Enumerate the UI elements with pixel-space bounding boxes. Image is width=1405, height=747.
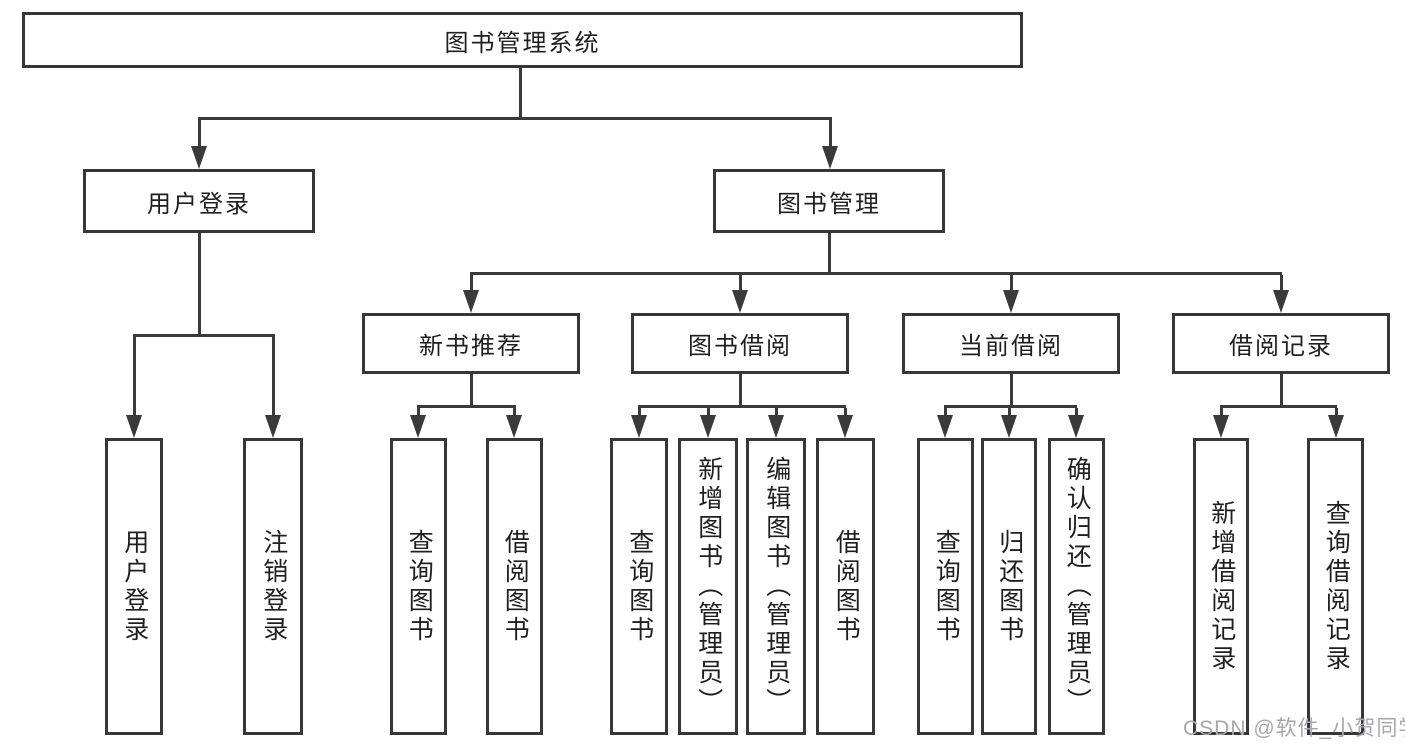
connector-line (417, 405, 516, 408)
leaf-add-book-admin: 新增图书（管理员） (678, 438, 738, 735)
node-new-book-recommend: 新书推荐 (362, 313, 580, 374)
connector-line (1008, 408, 1011, 417)
connector-arrowhead (1001, 415, 1017, 438)
connector-line (775, 408, 778, 417)
node-user-login: 用户登录 (83, 169, 315, 233)
connector-line (638, 408, 641, 417)
connector-line (638, 405, 846, 408)
connector-arrowhead (1213, 415, 1229, 438)
watermark-text: CSDN @软件_小贺同学 (1183, 717, 1405, 740)
connector-line (198, 119, 201, 148)
leaf-borrow-books: 借阅图书 (816, 438, 875, 735)
leaf-recommend-borrow-books: 借阅图书 (486, 438, 543, 735)
connector-arrowhead (700, 415, 716, 438)
node-book-borrowing: 图书借阅 (631, 313, 849, 374)
leaf-edit-book-admin: 编辑图书（管理员） (746, 438, 806, 735)
connector-line (133, 334, 275, 337)
connector-line (272, 337, 275, 416)
connector-arrowhead (1003, 290, 1019, 313)
connector-line (1335, 408, 1338, 417)
connector-line (828, 233, 831, 274)
leaf-query-borrow-record: 查询借阅记录 (1307, 438, 1364, 735)
connector-line (198, 233, 201, 335)
connector-line (944, 408, 947, 417)
connector-arrowhead (463, 290, 479, 313)
connector-arrowhead (1328, 415, 1344, 438)
node-borrowing-records: 借阅记录 (1172, 313, 1390, 374)
leaf-user-login: 用户登录 (105, 438, 163, 735)
connector-line (198, 117, 832, 120)
connector-line (519, 66, 522, 119)
connector-arrowhead (1273, 290, 1289, 313)
connector-arrowhead (265, 415, 281, 438)
connector-arrowhead (837, 415, 853, 438)
connector-line (944, 405, 1077, 408)
connector-line (470, 374, 473, 407)
connector-arrowhead (410, 415, 426, 438)
connector-arrowhead (1068, 415, 1084, 438)
node-library-system: 图书管理系统 (22, 12, 1023, 68)
connector-line (417, 408, 420, 417)
connector-line (739, 275, 742, 291)
node-book-management: 图书管理 (713, 169, 945, 233)
leaf-recommend-query-books: 查询图书 (390, 438, 447, 735)
connector-arrowhead (768, 415, 784, 438)
connector-arrowhead (937, 415, 953, 438)
connector-arrowhead (506, 415, 522, 438)
leaf-return-books: 归还图书 (981, 438, 1037, 735)
connector-line (470, 272, 1282, 275)
connector-line (1280, 275, 1283, 291)
connector-line (844, 408, 847, 417)
connector-line (1010, 374, 1013, 407)
leaf-add-borrow-record: 新增借阅记录 (1193, 438, 1249, 735)
connector-line (513, 408, 516, 417)
connector-line (1220, 408, 1223, 417)
connector-arrowhead (732, 290, 748, 313)
connector-line (1075, 408, 1078, 417)
leaf-confirm-return-admin: 确认归还（管理员） (1048, 438, 1105, 735)
connector-line (470, 275, 473, 291)
leaf-borrowing-query-books: 查询图书 (610, 438, 668, 735)
connector-arrowhead (191, 146, 207, 169)
connector-arrowhead (631, 415, 647, 438)
connector-line (133, 337, 136, 416)
connector-arrowhead (126, 415, 142, 438)
connector-line (1280, 374, 1283, 407)
connector-arrowhead (822, 146, 838, 169)
connector-line (707, 408, 710, 417)
node-current-borrowing: 当前借阅 (902, 313, 1120, 374)
connector-line (1010, 275, 1013, 291)
leaf-logout: 注销登录 (243, 438, 303, 735)
connector-line (739, 374, 742, 407)
connector-line (829, 119, 832, 148)
connector-line (1220, 405, 1337, 408)
leaf-current-query-books: 查询图书 (917, 438, 974, 735)
